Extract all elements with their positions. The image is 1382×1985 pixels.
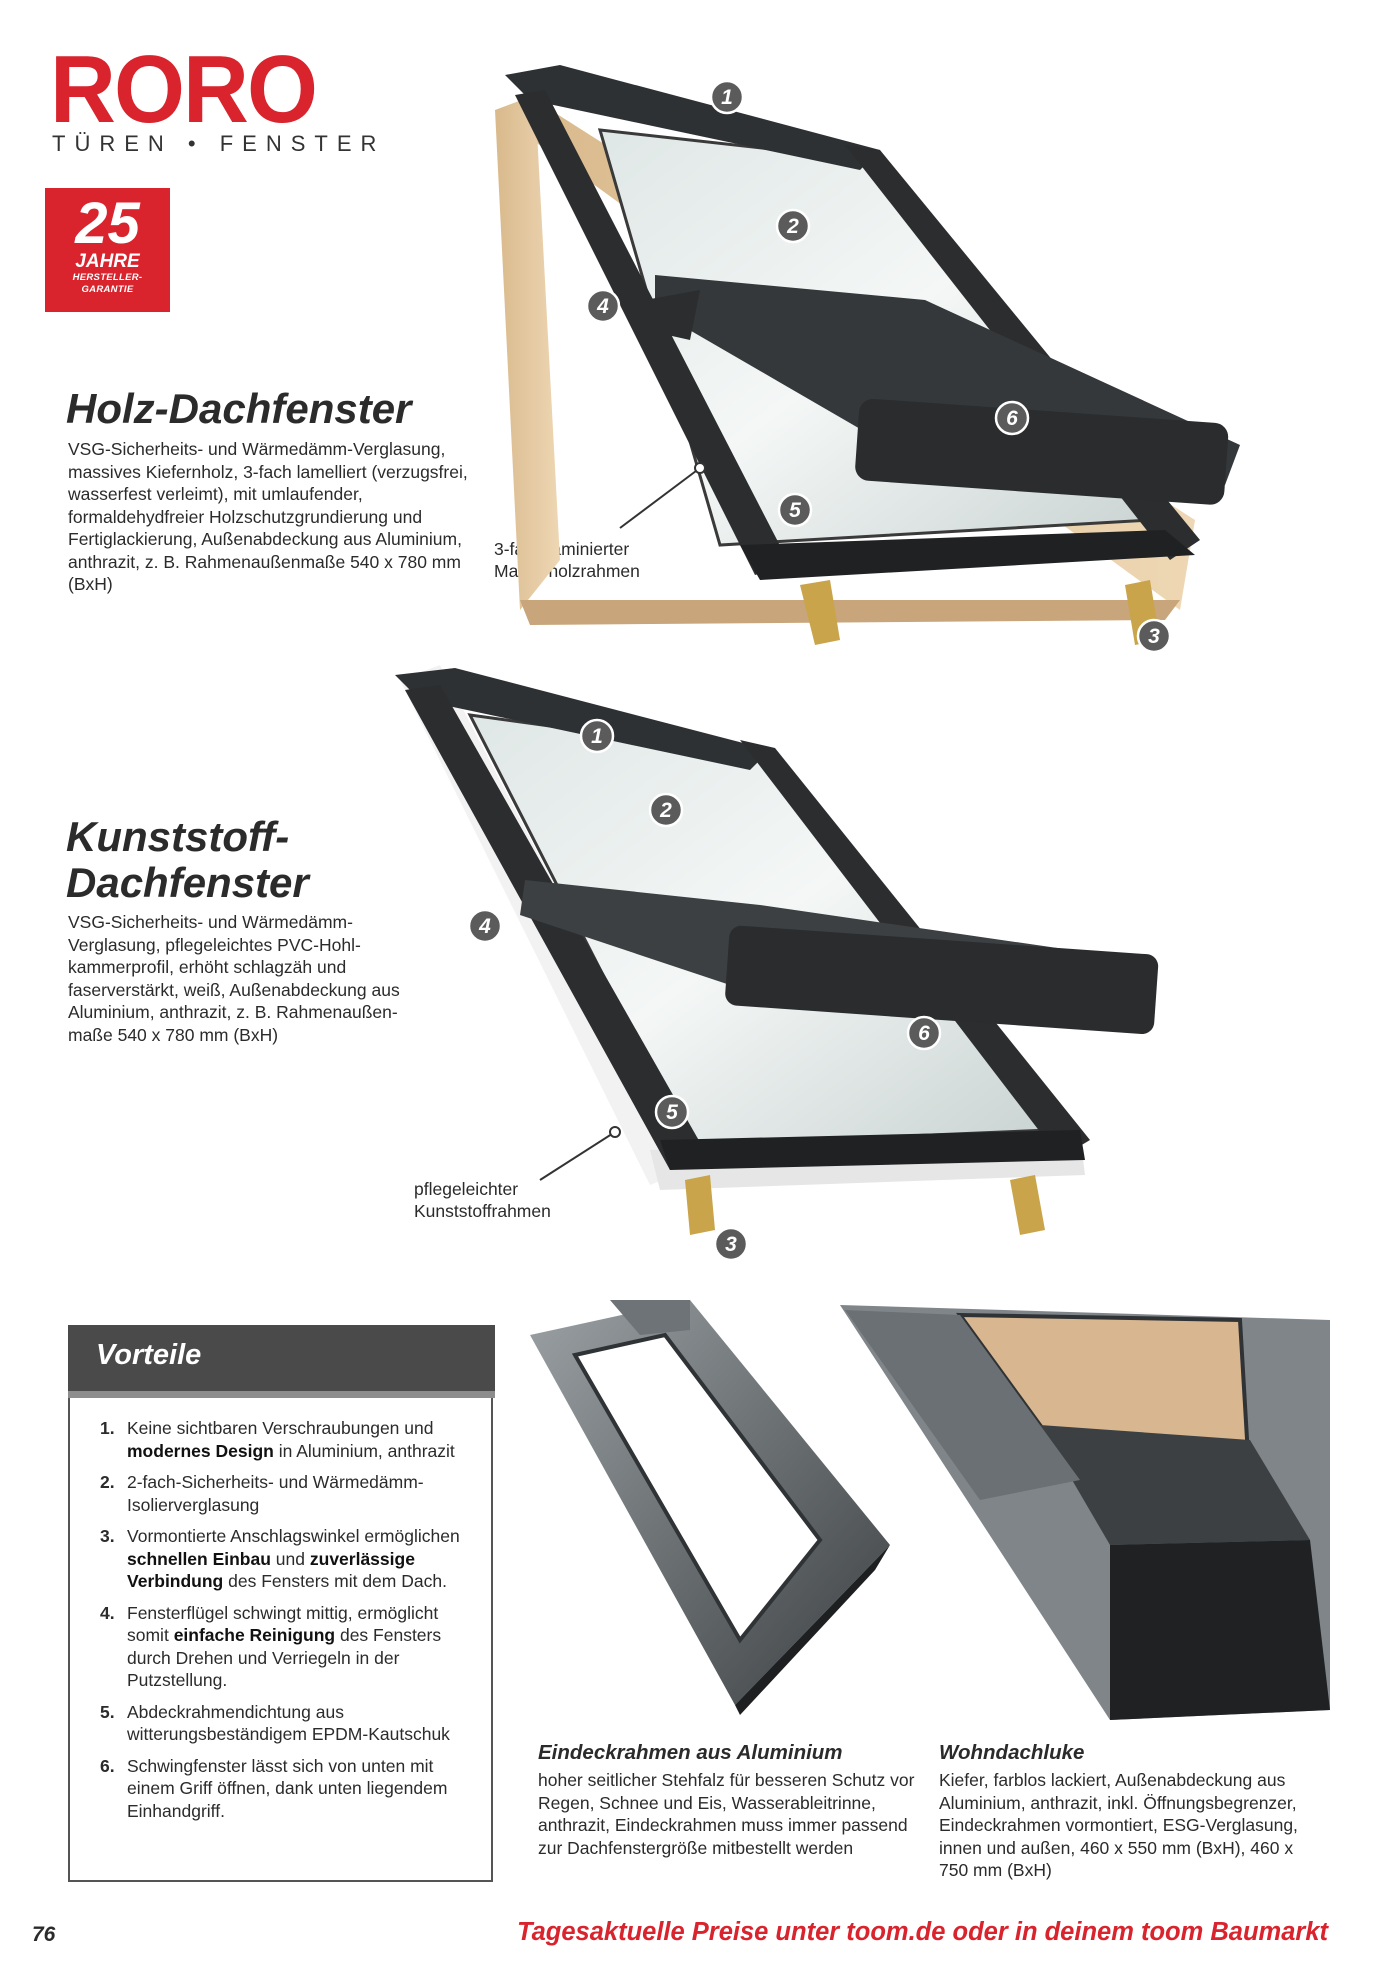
svg-text:3: 3: [1148, 625, 1160, 648]
product1-description: VSG-Sicherheits- und Wärmedämm-Verglasun…: [68, 439, 468, 594]
vorteile-title: Vorteile: [96, 1339, 202, 1371]
svg-text:6: 6: [918, 1022, 930, 1045]
badge-number: 25: [75, 191, 140, 256]
product2-title-line2: Dachfenster: [66, 859, 309, 906]
product2-description: VSG-Sicherheits- und Wärmedämm-Verglasun…: [68, 912, 400, 1045]
marker-w2-3: 3: [713, 1226, 749, 1262]
accessory2-description: Kiefer, farblos lackiert, Außenabdeckung…: [939, 1770, 1298, 1880]
vorteile-item-text: des Fensters mit dem Dach.: [223, 1571, 447, 1591]
svg-text:1: 1: [721, 86, 733, 109]
svg-text:3: 3: [725, 1233, 737, 1256]
page-number: 76: [32, 1923, 56, 1946]
plastic-window-image: [395, 665, 1159, 1235]
accessory2-title: Wohndachluke: [939, 1741, 1085, 1764]
vorteile-item-text: in Aluminium, anthrazit: [273, 1440, 455, 1461]
vorteile-item-text: des Fensters durch Drehen und Verriegeln…: [127, 1625, 442, 1690]
vorteile-item-text: Schwingfenster lässt sich von unten mit …: [127, 1755, 448, 1821]
vorteile-item: 5. Abdeckrahmendichtung aus witterungsbes…: [100, 1701, 480, 1746]
marker-w1-3: 3: [1136, 618, 1172, 654]
svg-text:1: 1: [591, 725, 603, 748]
vorteile-item-text: und: [270, 1548, 310, 1569]
marker-w2-6: 6: [906, 1015, 942, 1051]
vorteile-item-highlight: schnellen Einbau: [127, 1548, 271, 1569]
badge-years: JAHRE: [75, 251, 140, 272]
vorteile-item-number: 3.: [100, 1526, 115, 1546]
vorteile-item-text: Vormontierte Anschlagswinkel ermöglichen: [127, 1526, 460, 1546]
svg-text:4: 4: [596, 295, 609, 318]
vorteile-item: 4. Fensterflügel schwingt mittig, ermögli…: [100, 1602, 480, 1692]
vorteile-box: Vorteile 1. Keine sichtbaren Verschraubun…: [68, 1325, 495, 1882]
product2-callout: pflegeleichter Kunststoffrahmen: [414, 1179, 551, 1221]
svg-text:6: 6: [1006, 407, 1018, 430]
wood-window-image: [495, 65, 1240, 645]
roro-logo: RORO: [50, 36, 318, 143]
logo-subline: TÜREN • FENSTER: [52, 131, 386, 156]
marker-w1-1: 1: [709, 79, 745, 115]
vorteile-item-text: Keine sichtbaren Verschraubungen und: [127, 1418, 434, 1438]
accessory1-description: hoher seitlicher Stehfalz für besseren S…: [538, 1770, 915, 1858]
vorteile-item: 6. Schwingfenster lässt sich von unten mi…: [100, 1755, 480, 1823]
vorteile-item: 1. Keine sichtbaren Verschraubungen und m…: [100, 1417, 480, 1462]
marker-w1-2: 2: [775, 208, 811, 244]
badge-line1: HERSTELLER-: [72, 272, 143, 283]
vorteile-item-number: 4.: [100, 1602, 115, 1623]
vorteile-item-number: 6.: [100, 1755, 115, 1776]
svg-text:2: 2: [659, 799, 672, 822]
marker-w2-1: 1: [579, 718, 615, 754]
marker-w2-2: 2: [648, 792, 684, 828]
vorteile-item-highlight: zuverlässige Verbindung: [127, 1548, 415, 1592]
svg-text:5: 5: [789, 499, 801, 522]
footer-promo: Tagesaktuelle Preise unter toom.de oder …: [516, 1918, 1328, 1946]
vorteile-header: Vorteile: [68, 1325, 495, 1398]
marker-w1-5: 5: [777, 492, 813, 528]
svg-text:2: 2: [786, 215, 799, 238]
vorteile-item-text: Fensterflügel schwingt mittig, ermöglich…: [127, 1602, 439, 1646]
svg-text:4: 4: [478, 915, 491, 938]
badge-line2: GARANTIE: [81, 284, 134, 295]
vorteile-item-number: 2.: [100, 1472, 115, 1492]
product2-title-line1: Kunststoff-: [66, 813, 290, 860]
vorteile-item-number: 5.: [100, 1701, 115, 1722]
product1-title: Holz-Dachfenster: [66, 385, 412, 432]
svg-text:5: 5: [666, 1101, 678, 1124]
marker-w1-6: 6: [994, 400, 1030, 436]
marker-w2-5: 5: [654, 1094, 690, 1130]
vorteile-item-number: 1.: [100, 1418, 115, 1438]
marker-w1-4: 4: [585, 288, 621, 324]
vorteile-list: 1. Keine sichtbaren Verschraubungen und m…: [100, 1417, 480, 1831]
warranty-badge: 25 JAHRE HERSTELLER- GARANTIE: [45, 188, 170, 312]
vorteile-item-highlight: modernes Design: [127, 1440, 274, 1461]
vorteile-item: 2. 2-fach-Sicherheits- und Wärmedämm-Isol…: [100, 1471, 480, 1516]
marker-w2-4: 4: [467, 908, 503, 944]
accessory1-title: Eindeckrahmen aus Aluminium: [538, 1741, 843, 1764]
vorteile-item-highlight: einfache Reinigung: [173, 1625, 336, 1645]
flashing-frame-image: [530, 1300, 890, 1715]
roof-hatch-image: [840, 1305, 1330, 1720]
vorteile-item-text: 2-fach-Sicherheits- und Wärmedämm-Isolie…: [127, 1472, 424, 1515]
vorteile-item-text: Abdeckrahmendichtung aus witterungsbestä…: [127, 1701, 450, 1745]
vorteile-item: 3. Vormontierte Anschlagswinkel ermöglich…: [100, 1525, 480, 1593]
